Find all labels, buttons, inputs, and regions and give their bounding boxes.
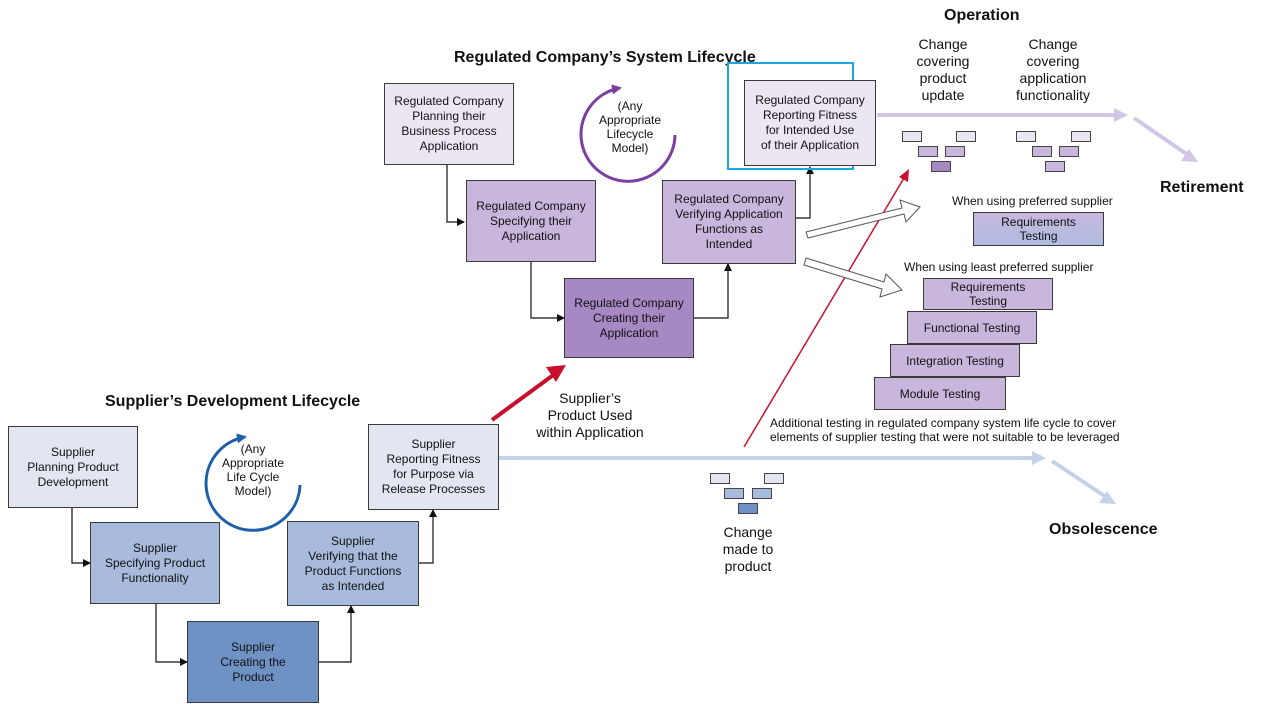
preferred-supplier-label: When using preferred supplier	[952, 194, 1113, 208]
red-arrow-product-used	[490, 371, 558, 422]
red-arrow-change-head	[899, 169, 909, 182]
functional-testing-box: Functional Testing	[907, 311, 1037, 344]
product-used-label: Supplier’s Product Used within Applicati…	[536, 390, 644, 440]
requirements-testing-box: Requirements Testing	[923, 278, 1053, 310]
reg-planning-label: Regulated Company Planning their Busines…	[394, 94, 504, 153]
arrow-supplier-operation-head	[1032, 451, 1046, 465]
hollow-arrow-least-preferred	[803, 257, 903, 298]
hierarchy-icon-node	[1032, 146, 1052, 157]
hierarchy-icon-node	[710, 473, 730, 484]
hierarchy-icon-node	[1059, 146, 1079, 157]
reg-reporting-label: Regulated Company Reporting Fitness for …	[755, 93, 865, 152]
sup-reporting-label: Supplier Reporting Fitness for Purpose v…	[381, 437, 486, 496]
module-testing-box: Module Testing	[874, 377, 1006, 410]
sup-planning-label: Supplier Planning Product Development	[27, 444, 119, 489]
red-arrow-change	[743, 177, 905, 448]
arrow-operation-head	[1114, 108, 1128, 122]
preferred-requirements-testing-box: Requirements Testing	[973, 212, 1104, 246]
hierarchy-icon-node	[738, 503, 758, 514]
arrow-retirement	[1132, 116, 1190, 157]
sup-specifying-box: Supplier Specifying Product Functionalit…	[90, 522, 220, 604]
retirement-title: Retirement	[1160, 179, 1244, 196]
hierarchy-icon-node	[956, 131, 976, 142]
reg-verifying-label: Regulated Company Verifying Application …	[674, 192, 784, 251]
connector-sup-verify-report	[419, 509, 437, 564]
connector-sup-plan-spec	[71, 508, 91, 567]
change-app-functionality-label: Change covering application functionalit…	[1016, 36, 1090, 103]
arrow-obsolescence	[1050, 459, 1108, 499]
sup-cycle-circle	[204, 433, 302, 532]
red-arrow-product-used-head	[546, 365, 566, 382]
sup-reporting-box: Supplier Reporting Fitness for Purpose v…	[368, 424, 499, 510]
sup-creating-label: Supplier Creating the Product	[220, 639, 286, 684]
sup-verifying-label: Supplier Verifying that the Product Func…	[304, 533, 402, 593]
connector-reg-verify-report	[796, 166, 814, 219]
connector-reg-create-verify	[694, 263, 732, 319]
supplier-lifecycle-title: Supplier’s Development Lifecycle	[105, 393, 361, 410]
least-preferred-supplier-label: When using least preferred supplier	[904, 260, 1094, 274]
reg-reporting-box: Regulated Company Reporting Fitness for …	[744, 80, 876, 166]
obsolescence-title: Obsolescence	[1049, 521, 1158, 538]
sup-verifying-box: Supplier Verifying that the Product Func…	[287, 521, 419, 606]
regulated-lifecycle-title: Regulated Company’s System Lifecycle	[454, 49, 756, 66]
hierarchy-icon-node	[724, 488, 744, 499]
reg-creating-label: Regulated Company Creating their Applica…	[574, 295, 684, 340]
change-product-update-label: Change covering product update	[916, 36, 970, 103]
hierarchy-icon-node	[902, 131, 922, 142]
sup-planning-box: Supplier Planning Product Development	[8, 426, 138, 508]
reg-specifying-box: Regulated Company Specifying their Appli…	[466, 180, 596, 262]
hierarchy-icon-node	[1045, 161, 1065, 172]
reg-creating-box: Regulated Company Creating their Applica…	[564, 278, 694, 358]
hierarchy-icon-node	[1071, 131, 1091, 142]
hierarchy-icon-node	[945, 146, 965, 157]
reg-verifying-box: Regulated Company Verifying Application …	[662, 180, 796, 264]
connector-sup-spec-create	[155, 604, 188, 666]
integration-testing-box: Integration Testing	[890, 344, 1020, 377]
reg-planning-box: Regulated Company Planning their Busines…	[384, 83, 514, 165]
hierarchy-icon-node	[918, 146, 938, 157]
reg-specifying-label: Regulated Company Specifying their Appli…	[476, 198, 586, 243]
connector-sup-create-verify	[319, 605, 355, 663]
hierarchy-icon-node	[764, 473, 784, 484]
arrow-obsolescence-head	[1099, 491, 1116, 504]
sup-specifying-label: Supplier Specifying Product Functionalit…	[104, 540, 206, 585]
reg-cycle-label: (Any Appropriate Lifecycle Model)	[598, 99, 662, 155]
sup-cycle-label: (Any Appropriate Life Cycle Model)	[221, 442, 285, 498]
hierarchy-icon-node	[1016, 131, 1036, 142]
arrow-retirement-head	[1181, 149, 1198, 162]
connector-reg-plan-spec	[446, 165, 465, 226]
additional-testing-note: Additional testing in regulated company …	[770, 416, 1120, 444]
reg-cycle-circle	[579, 84, 677, 183]
change-made-label: Change made to product	[722, 524, 774, 574]
sup-creating-box: Supplier Creating the Product	[187, 621, 319, 703]
hollow-arrow-preferred	[805, 199, 921, 239]
operation-title: Operation	[944, 7, 1020, 24]
hierarchy-icon-node	[752, 488, 772, 499]
hierarchy-icon-node	[931, 161, 951, 172]
connector-reg-spec-create	[530, 262, 565, 322]
